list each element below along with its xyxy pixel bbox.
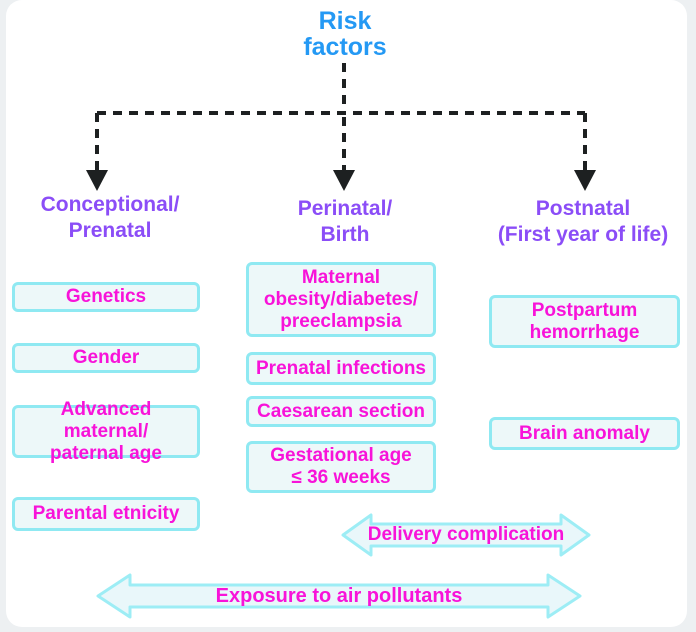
column-heading-perinatal-birth: Perinatal/ Birth — [297, 197, 393, 246]
column-heading-postnatal: Postnatal (First year of life) — [497, 197, 669, 246]
box-genetics: Genetics — [12, 282, 200, 312]
box-maternal-obesity-diabetes-preeclampsia: Maternal obesity/diabetes/ preeclampsia — [246, 262, 436, 337]
column-heading-conceptional-prenatal: Conceptional/ Prenatal — [40, 193, 180, 242]
box-parental-etnicity: Parental etnicity — [12, 497, 200, 531]
box-gestational-age: Gestational age ≤ 36 weeks — [246, 441, 436, 493]
box-brain-anomaly: Brain anomaly — [489, 417, 680, 450]
banner-delivery-complication: Delivery complication — [341, 511, 591, 559]
double-arrow-icon — [96, 573, 582, 619]
diagram-title: Risk factors — [303, 7, 387, 61]
box-caesarean-section: Caesarean section — [246, 396, 436, 427]
double-arrow-icon — [341, 513, 591, 557]
box-gender: Gender — [12, 343, 200, 373]
box-advanced-parental-age: Advanced maternal/ paternal age — [12, 399, 200, 464]
banner-exposure-air-pollutants-label: Exposure to air pollutants — [215, 584, 463, 607]
box-postpartum-hemorrhage: Postpartum hemorrhage — [489, 295, 680, 348]
banner-delivery-complication-label: Delivery complication — [367, 524, 565, 545]
box-prenatal-infections: Prenatal infections — [246, 352, 436, 385]
banner-exposure-air-pollutants: Exposure to air pollutants — [96, 571, 582, 621]
